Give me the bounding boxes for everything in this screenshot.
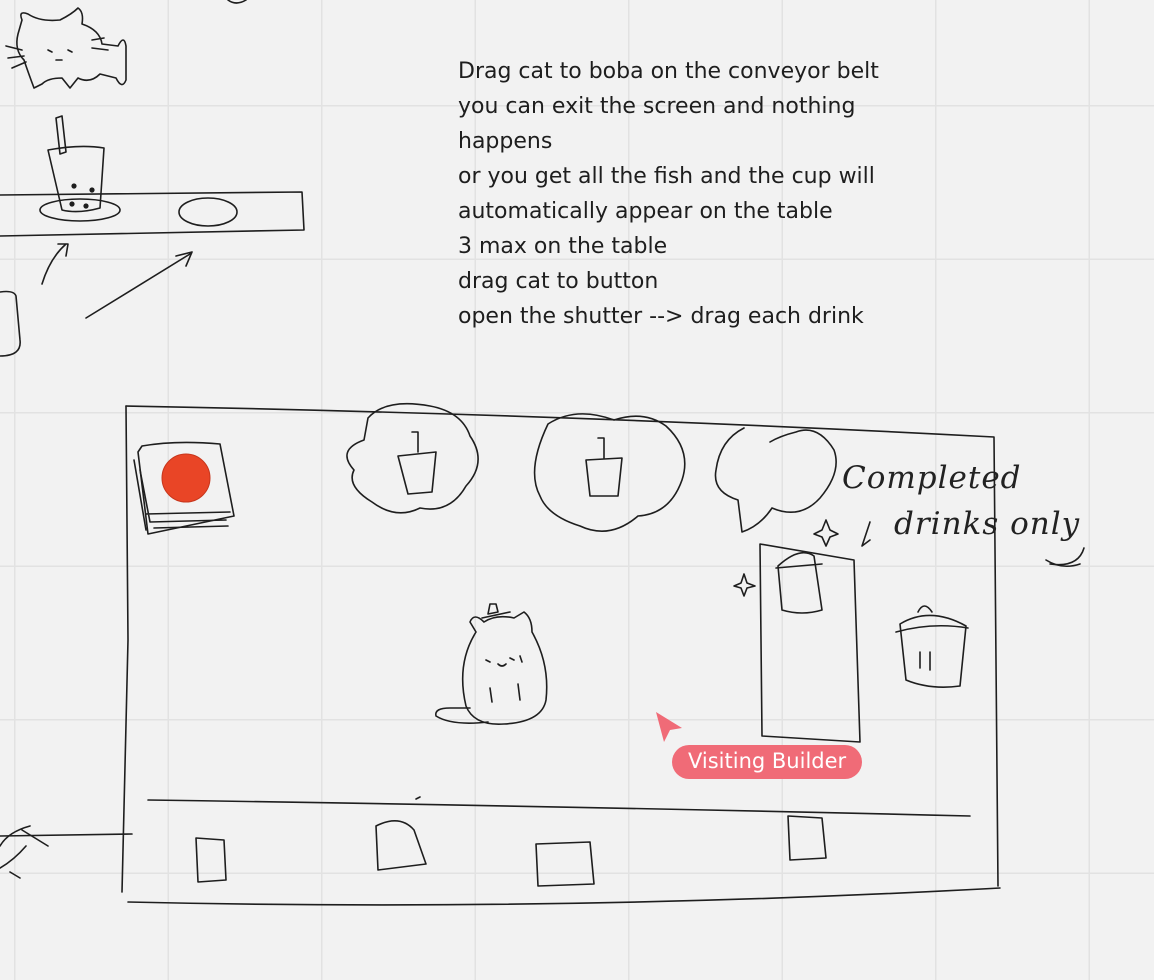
edge-scribble — [227, 0, 247, 4]
instruction-line: automatically appear on the table — [458, 199, 833, 224]
instruction-line: drag cat to button — [458, 269, 659, 294]
drinks-only-label: drinks only — [894, 506, 1081, 542]
instruction-line: or you get all the fish and the cup will — [458, 164, 875, 189]
collaborator-name-badge: Visiting Builder — [672, 745, 863, 779]
pointer-arrow-icon — [656, 712, 682, 742]
red-button[interactable] — [133, 441, 235, 535]
game-screen-frame — [121, 405, 1001, 906]
order-bubble-3 — [714, 427, 837, 533]
cat-doodle-small — [5, 7, 127, 89]
collaborator-cursor — [652, 710, 686, 750]
small-conveyor-doodle — [0, 191, 305, 357]
conveyor-entry-arrow — [0, 825, 133, 879]
completed-label: Completed — [842, 460, 1022, 496]
instruction-line: you can exit the screen and nothing — [458, 94, 856, 119]
pickup-counter — [759, 543, 861, 743]
order-bubble-2 — [533, 413, 686, 532]
cat-character[interactable] — [434, 603, 548, 725]
instruction-line: 3 max on the table — [458, 234, 668, 259]
annotation-underline — [1045, 559, 1081, 568]
instruction-line: open the shutter --> drag each drink — [458, 304, 864, 329]
order-bubble-1 — [346, 402, 479, 514]
conveyor-cups — [195, 815, 827, 887]
cup-on-belt-doodle — [39, 115, 121, 222]
trash-can[interactable] — [895, 605, 969, 688]
instruction-line: Drag cat to boba on the conveyor belt — [458, 59, 879, 84]
instruction-line: happens — [458, 129, 553, 154]
instructions-text: Drag cat to boba on the conveyor belt yo… — [458, 54, 928, 334]
